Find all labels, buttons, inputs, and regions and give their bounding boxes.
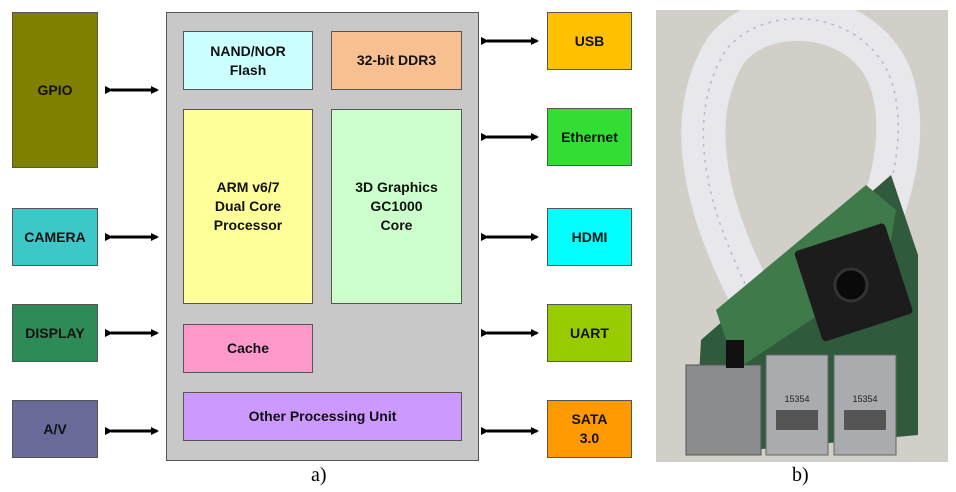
sata-block: SATA 3.0: [547, 400, 632, 458]
board-photo: 15354 15354: [656, 10, 948, 462]
usb-chip-label-2: 15354: [852, 394, 877, 404]
usb-block: USB: [547, 12, 632, 70]
ddr3-block: 32-bit DDR3: [331, 31, 462, 90]
connection-arrows: [105, 37, 539, 435]
usb-chip-label-1: 15354: [784, 394, 809, 404]
ethernet-block: Ethernet: [547, 108, 632, 166]
flash-block: NAND/NOR Flash: [183, 31, 313, 90]
cache-block: Cache: [183, 324, 313, 373]
av-block: A/V: [12, 400, 98, 458]
display-block: DISPLAY: [12, 304, 98, 362]
other-processing-unit-block: Other Processing Unit: [183, 392, 462, 441]
gpu-block: 3D Graphics GC1000 Core: [331, 109, 462, 304]
gpio-block: GPIO: [12, 12, 98, 168]
arm-processor-block: ARM v6/7 Dual Core Processor: [183, 109, 313, 304]
hdmi-block: HDMI: [547, 208, 632, 266]
caption-b: b): [792, 464, 809, 486]
caption-a: a): [311, 464, 327, 486]
uart-block: UART: [547, 304, 632, 362]
camera-block: CAMERA: [12, 208, 98, 266]
